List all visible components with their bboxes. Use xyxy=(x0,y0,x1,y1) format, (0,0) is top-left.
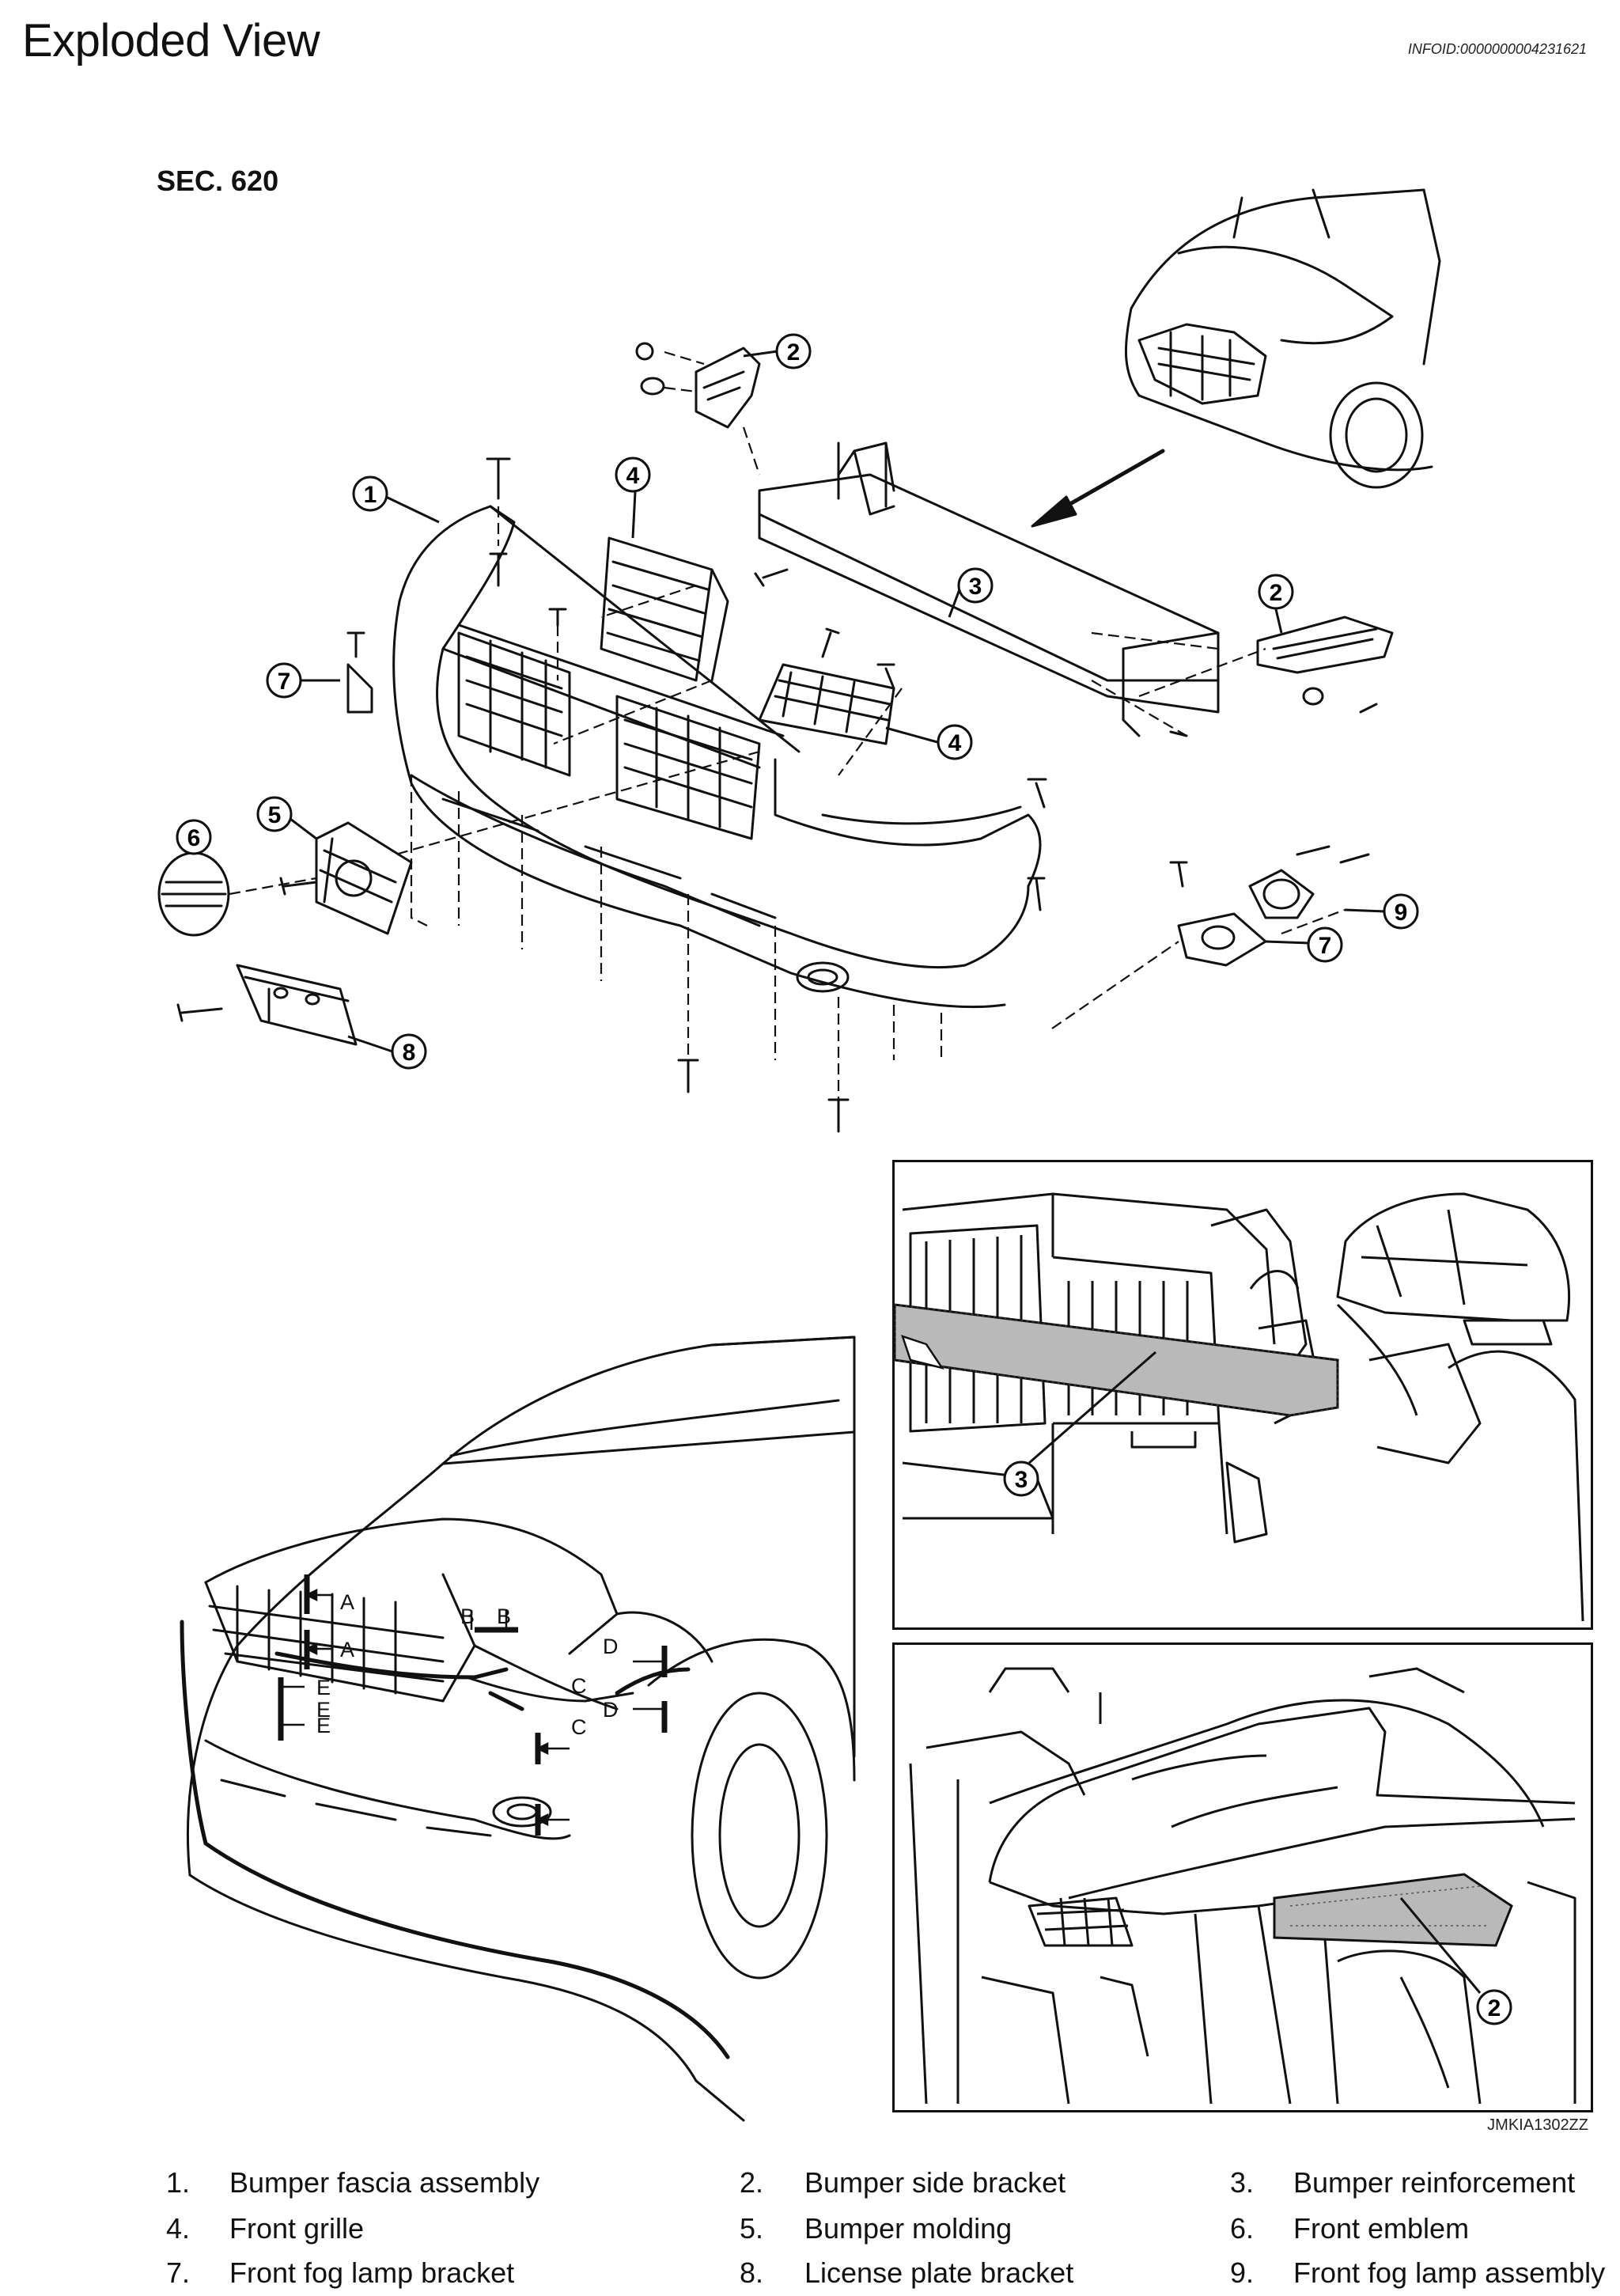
mark-d-1: D xyxy=(603,1635,619,1658)
mark-e-3: E xyxy=(316,1714,331,1737)
bumper-reinforcement-drawing xyxy=(758,441,1220,737)
side-bracket-detail-drawing: 2 xyxy=(909,1667,1576,2105)
legend-name: Bumper fascia assembly xyxy=(229,2166,540,2199)
info-id: INFOID:0000000004231621 xyxy=(1407,41,1587,57)
legend-row-1: 1. Bumper fascia assembly 2. Bumper side… xyxy=(0,2166,1620,2206)
legend-name: Bumper molding xyxy=(804,2212,1012,2245)
legend-name: Bumper side bracket xyxy=(804,2166,1066,2199)
reinforcement-detail-panel: 3 xyxy=(892,1160,1593,1630)
mark-e-2: E xyxy=(316,1698,331,1722)
svg-text:2: 2 xyxy=(1270,580,1283,606)
side-bracket-upper-drawing xyxy=(635,342,761,429)
callout-7-right: 7 xyxy=(1307,926,1343,963)
front-grille-upper-drawing xyxy=(600,536,729,682)
legend-name: Front grille xyxy=(229,2212,365,2245)
callout-4-lower: 4 xyxy=(937,724,973,760)
mark-e-1: E xyxy=(316,1676,331,1699)
figure-code: JMKIA1302ZZ xyxy=(1487,2116,1588,2134)
exploded-view-diagram: 1 2 4 3 2 4 7 5 6 8 7 9 xyxy=(157,188,1441,1133)
legend-num: 2. xyxy=(740,2166,764,2199)
license-plate-bracket-drawing xyxy=(236,964,358,1046)
side-bracket-right-drawing xyxy=(1256,616,1394,706)
legend-name: Front fog lamp bracket xyxy=(229,2256,515,2289)
callout-7-left: 7 xyxy=(266,662,302,699)
mark-b-2: B xyxy=(497,1605,511,1628)
legend-name: License plate bracket xyxy=(804,2256,1074,2289)
svg-text:3: 3 xyxy=(969,574,982,600)
callout-2-detail: 2 xyxy=(1488,1995,1501,2021)
svg-text:1: 1 xyxy=(364,482,377,508)
legend-row-2: 4. Front grille 5. Bumper molding 6. Fro… xyxy=(0,2212,1620,2252)
section-label: SEC. 620 xyxy=(157,165,279,197)
svg-text:5: 5 xyxy=(268,802,282,828)
svg-text:4: 4 xyxy=(626,463,640,489)
legend-num: 9. xyxy=(1230,2256,1255,2289)
reinforcement-detail-drawing: 3 xyxy=(895,1192,1584,1622)
callout-3-detail: 3 xyxy=(1015,1467,1028,1493)
page-title: Exploded View xyxy=(22,15,320,66)
svg-text:7: 7 xyxy=(1319,933,1332,959)
svg-text:2: 2 xyxy=(787,339,801,366)
mark-b-1: B xyxy=(460,1605,475,1628)
front-grille-lower-drawing xyxy=(758,663,895,745)
mark-a-2: A xyxy=(340,1638,354,1661)
car-thumbnail xyxy=(1125,188,1441,489)
callout-2-right: 2 xyxy=(1258,574,1294,610)
legend-name: Bumper reinforcement xyxy=(1293,2166,1576,2199)
legend-num: 5. xyxy=(740,2212,764,2245)
callout-6: 6 xyxy=(176,819,212,855)
legend-name: Front fog lamp assembly xyxy=(1293,2256,1606,2289)
callout-4-top: 4 xyxy=(615,457,651,493)
callout-2-top: 2 xyxy=(775,333,812,369)
svg-text:9: 9 xyxy=(1395,900,1408,926)
svg-text:8: 8 xyxy=(403,1040,416,1066)
legend-num: 7. xyxy=(166,2256,191,2289)
mark-c-1: C xyxy=(571,1674,587,1698)
svg-text:4: 4 xyxy=(948,730,962,756)
bumper-molding-drawing xyxy=(315,821,413,935)
callout-3: 3 xyxy=(957,567,994,604)
legend-name: Front emblem xyxy=(1293,2212,1470,2245)
svg-text:7: 7 xyxy=(278,669,291,695)
mark-d-2: D xyxy=(603,1698,619,1722)
fog-lamp-drawing xyxy=(346,663,1315,967)
legend-num: 8. xyxy=(740,2256,764,2289)
legend-num: 4. xyxy=(166,2212,191,2245)
mark-a-1: A xyxy=(340,1590,354,1614)
callout-5: 5 xyxy=(256,796,293,832)
svg-text:6: 6 xyxy=(187,825,201,851)
legend-num: 3. xyxy=(1230,2166,1255,2199)
mark-c-2: C xyxy=(571,1715,587,1739)
callout-8: 8 xyxy=(391,1033,427,1070)
callout-1: 1 xyxy=(352,475,388,512)
side-bracket-detail-panel: 2 xyxy=(892,1642,1593,2112)
legend-num: 1. xyxy=(166,2166,191,2199)
callout-9: 9 xyxy=(1383,893,1419,930)
fasteners xyxy=(176,457,1378,1133)
legend-row-3: 7. Front fog lamp bracket 8. License pla… xyxy=(0,2256,1620,2296)
front-emblem-drawing xyxy=(157,851,230,937)
legend-num: 6. xyxy=(1230,2212,1255,2245)
